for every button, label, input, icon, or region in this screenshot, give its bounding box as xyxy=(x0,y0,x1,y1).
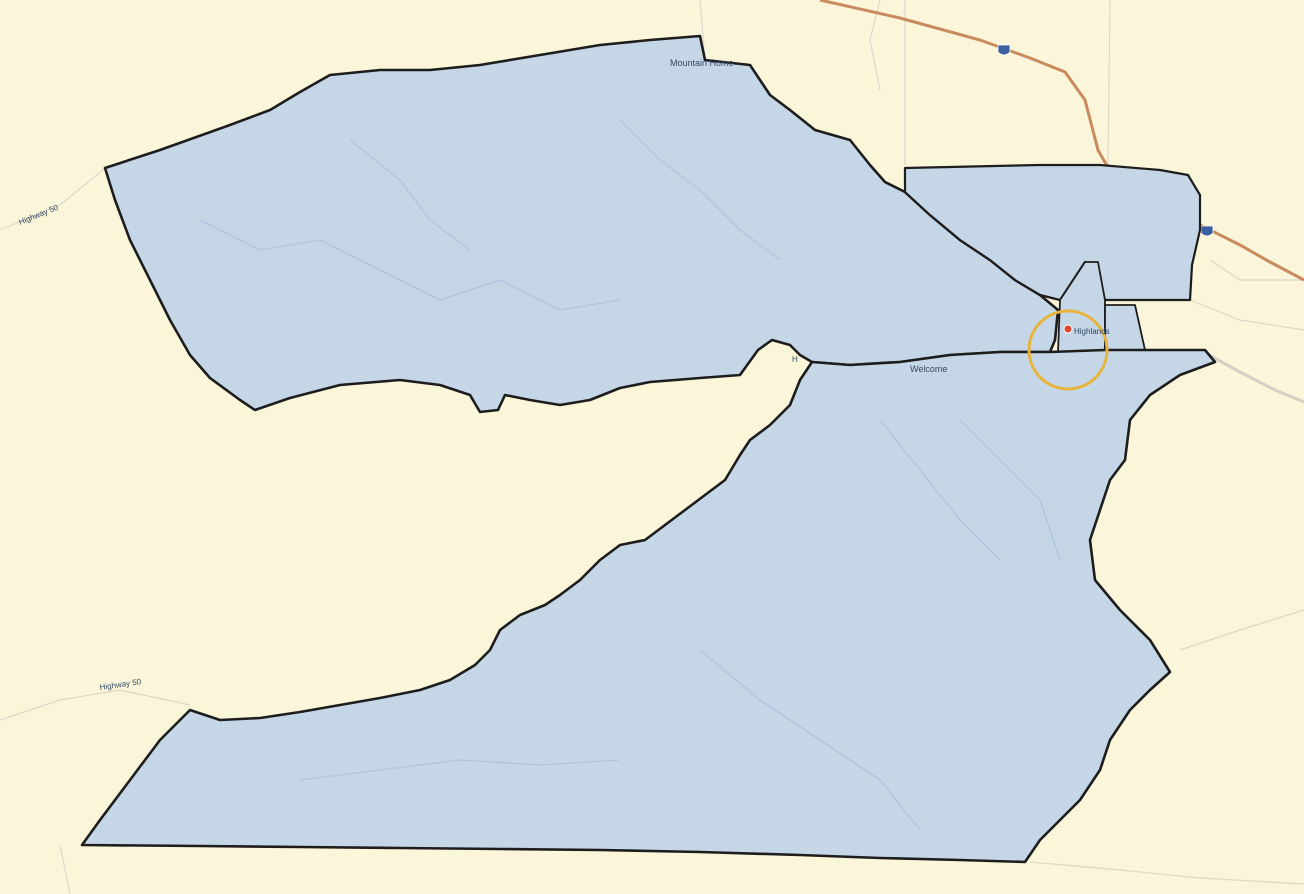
label-welcome: Welcome xyxy=(910,364,947,374)
waterways xyxy=(199,119,1061,831)
district-region-south[interactable] xyxy=(80,348,1217,864)
interstate-shield-icon xyxy=(997,44,1011,56)
interstate-highway xyxy=(819,0,1304,282)
interstate-shield-icon xyxy=(1200,225,1214,237)
highlight-circle[interactable] xyxy=(1027,309,1109,391)
interstate-spur xyxy=(1199,348,1304,404)
label-h: H xyxy=(792,355,798,364)
label-small-town: Highlands xyxy=(1074,327,1110,336)
label-mountain-home: Mountain Home xyxy=(670,58,734,68)
location-marker-icon[interactable] xyxy=(1063,324,1073,334)
